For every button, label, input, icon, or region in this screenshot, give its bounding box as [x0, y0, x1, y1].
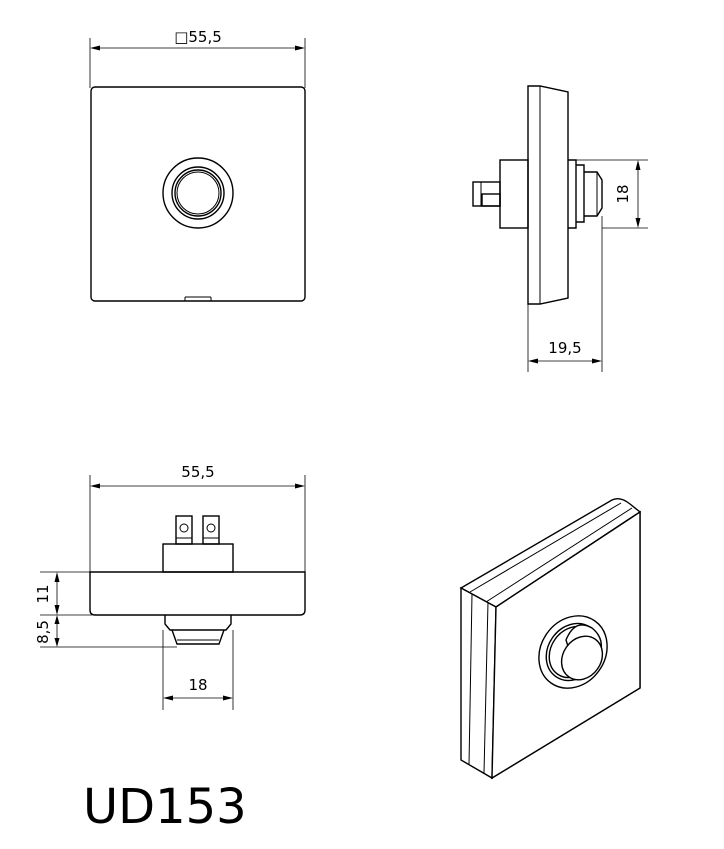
top-width-label: 55,5	[181, 463, 214, 481]
top-button-protrusion-label: 8,5	[34, 620, 52, 644]
side-button	[568, 159, 603, 229]
side-height-label: 18	[614, 184, 632, 203]
side-depth-label: 19,5	[548, 339, 581, 357]
side-plate-outline	[527, 85, 569, 305]
front-width-label: □55,5	[174, 28, 222, 46]
top-view: 55,5 11 8,5	[34, 463, 306, 710]
top-button-width-label: 18	[188, 676, 207, 694]
top-housing	[162, 543, 234, 573]
top-terminals	[175, 515, 220, 545]
side-view: 18 19,5	[472, 85, 648, 372]
iso-plate-front	[460, 586, 497, 780]
top-plate-thickness-label: 11	[34, 584, 52, 603]
front-button	[162, 157, 234, 229]
iso-button	[538, 615, 608, 689]
model-label: UD153	[83, 779, 247, 835]
top-button	[164, 615, 232, 645]
side-housing	[499, 159, 529, 229]
top-plate-outline	[89, 571, 306, 616]
front-plate-outline	[90, 86, 306, 302]
isometric-view	[459, 497, 642, 780]
front-view: □55,5	[89, 28, 306, 302]
